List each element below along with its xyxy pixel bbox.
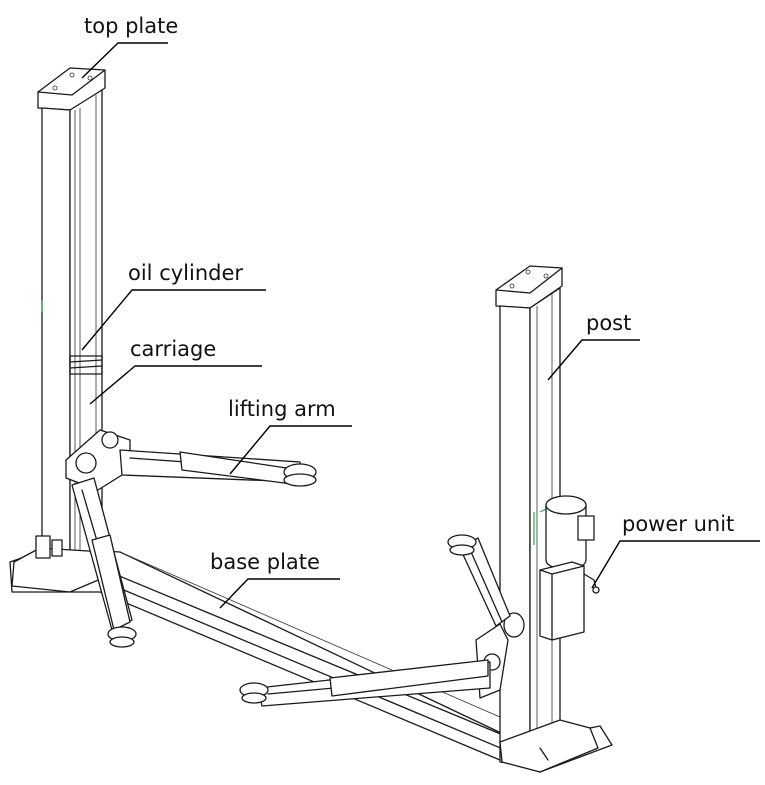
leader-power-unit <box>591 540 760 589</box>
label-carriage: carriage <box>130 337 216 361</box>
leader-oil-cylinder <box>81 289 266 351</box>
labels: top plate oil cylinder carriage lifting … <box>84 14 734 574</box>
leader-carriage <box>89 365 262 405</box>
leader-top-plate <box>81 42 168 79</box>
left-arms-drawing <box>65 429 317 648</box>
right-post-drawing <box>495 265 599 773</box>
power-unit-drawing <box>533 495 600 641</box>
right-arms-drawing <box>239 534 511 707</box>
label-top-plate: top plate <box>84 14 178 38</box>
label-base-plate: base plate <box>210 550 320 574</box>
leader-lines <box>81 42 760 609</box>
leader-post <box>547 339 640 381</box>
label-post: post <box>586 311 631 335</box>
leader-lifting-arm <box>229 425 352 475</box>
left-post-drawing <box>11 67 111 593</box>
label-power-unit: power unit <box>622 512 734 536</box>
label-lifting-arm: lifting arm <box>228 397 336 421</box>
label-oil-cylinder: oil cylinder <box>128 261 243 285</box>
leader-base-plate <box>219 578 340 609</box>
